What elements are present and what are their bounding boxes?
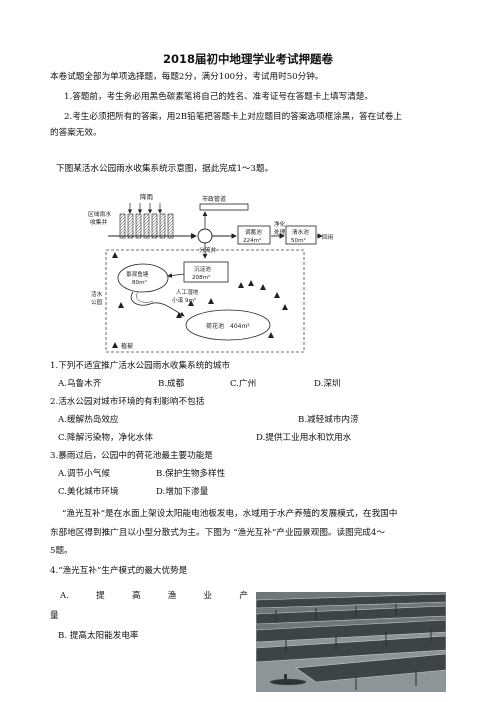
sedimentation-name: 沉淀池 xyxy=(194,265,211,273)
lotus-pond-name: 荷花池 xyxy=(206,322,224,330)
purify-label: 净化 xyxy=(274,220,286,228)
q2-option-c: C.降解污染物，净化水体 xyxy=(58,433,153,443)
storage-pool-area: 224m² xyxy=(243,237,261,244)
q4-option-a-char: 高 xyxy=(131,591,141,601)
q1-option-c: C.广州 xyxy=(230,379,257,389)
note-2: 2.考生必须把所有的答案，用2B铅笔把答题卡上对应题目的答案选项框涂黑，答在试卷… xyxy=(64,112,402,122)
rain-arrows xyxy=(127,203,163,214)
fishpond xyxy=(117,263,169,293)
municipal-pipe-box xyxy=(199,203,249,211)
q3-option-c: C.美化城市环境 xyxy=(58,487,119,497)
boat-icon xyxy=(270,679,306,685)
clear-pool-area: 50m² xyxy=(291,237,306,244)
purify-label-2: 处理 xyxy=(274,228,286,236)
q4-option-a-end: 量 xyxy=(50,611,59,621)
sedimentation-area: 208m² xyxy=(192,274,210,281)
storage-pool-name: 调蓄池 xyxy=(245,228,262,236)
tree-icons xyxy=(112,252,288,338)
exam-intro: 本卷试题全部为单项选择题，每题2分，满分100分，考试用时50分钟。 xyxy=(50,72,324,82)
lotus-pond-area: 404m² xyxy=(230,323,250,330)
page-title: 2018届初中地理学业考试押题卷 xyxy=(162,52,333,66)
q3-option-d: D.增加下渗量 xyxy=(156,487,209,497)
wetland-label-2: 小溪 9m² xyxy=(172,296,196,304)
clear-pool xyxy=(285,225,317,245)
park-label: 活水 xyxy=(91,290,103,298)
q2-option-d: D.提供工业用水和饮用水 xyxy=(256,433,352,443)
q4-option-b: B. 提高太阳能发电率 xyxy=(58,631,139,641)
question-4-stem: 4.“渔光互补”生产模式的最大优势是 xyxy=(50,566,188,576)
q1-option-b: B.成都 xyxy=(158,379,185,389)
to-fishpond-arrow xyxy=(167,273,185,278)
fishpond-name: 景观鱼塘 xyxy=(126,270,149,278)
q4-option-a-char: 渔 xyxy=(167,591,177,601)
splitter-well-icon xyxy=(197,228,213,244)
passage-2-line-2: 东部地区得到推广且以小型分散式为主。下图为 “渔光互补”产业园景观图。读图完成4… xyxy=(50,528,385,538)
fishery-solar-photo xyxy=(256,592,446,692)
fishpond-area: 80m² xyxy=(132,279,147,286)
collection-well-label: 区域雨水 xyxy=(88,210,111,218)
note-2-cont: 的答案无效。 xyxy=(50,128,102,138)
park-label-2: 公园 xyxy=(91,299,103,306)
vegetation-legend-label: 植被 xyxy=(121,342,133,350)
q2-option-b: B.减轻城市内涝 xyxy=(298,415,359,425)
q1-option-d: D.深圳 xyxy=(314,379,341,389)
q3-option-b: B.保护生物多样性 xyxy=(156,469,226,479)
rain-label: 降雨 xyxy=(140,192,154,201)
wetland-stream xyxy=(130,291,185,317)
passage-2-line-3: 5题。 xyxy=(50,546,73,556)
municipal-pipe-label: 市政管道 xyxy=(202,195,226,203)
q4-option-a-char: 产 xyxy=(239,591,248,601)
q1-option-a: A.乌鲁木齐 xyxy=(58,379,102,389)
collection-well-label-2: 收集井 xyxy=(90,218,108,226)
note-1: 1.答题前，考生务必用黑色碳素笔将自己的姓名、准考证号在答题卡上填写清楚。 xyxy=(64,92,373,102)
clear-pool-name: 清水池 xyxy=(292,228,309,236)
rainwater-system-diagram: 降雨 区域雨水 收集井 市政管道 分流井 调蓄池 224m² 净化 处理 清水池… xyxy=(88,192,333,353)
q3-option-a: A.调节小气候 xyxy=(58,469,110,479)
q4-option-a-char: 提 xyxy=(96,591,105,601)
q4-option-a: A. 提 高 渔 业 产 xyxy=(60,590,248,602)
passage-2-line-1: “渔光互补”是在水面上架设太阳能电池板发电，水域用于水产养殖的发展模式，在我国中 xyxy=(62,509,398,519)
question-3-stem: 3.暴雨过后，公园中的荷花池最主要功能是 xyxy=(50,451,213,461)
wetland-stream-bank xyxy=(136,291,154,303)
lotus-pond xyxy=(185,309,271,341)
sedimentation-pool xyxy=(183,261,229,283)
question-1-stem: 1.下列不适宜推广活水公园雨水收集系统的城市 xyxy=(50,361,231,371)
passage-1: 下图某活水公园雨水收集系统示意图，据此完成1～3题。 xyxy=(56,164,274,174)
q2-option-a: A.缓解热岛效应 xyxy=(58,415,119,425)
storage-pool xyxy=(237,225,271,245)
wetland-label: 人工湿地 xyxy=(176,288,199,296)
q4-option-a-letter: A. xyxy=(60,591,69,601)
collection-wells xyxy=(119,213,174,239)
question-2-stem: 2.活水公园对城市环境的有利影响不包括 xyxy=(50,397,205,407)
reuse-label: 回用 xyxy=(322,234,333,241)
q4-option-a-char: 业 xyxy=(203,591,213,601)
vegetation-legend-icon xyxy=(112,342,118,348)
